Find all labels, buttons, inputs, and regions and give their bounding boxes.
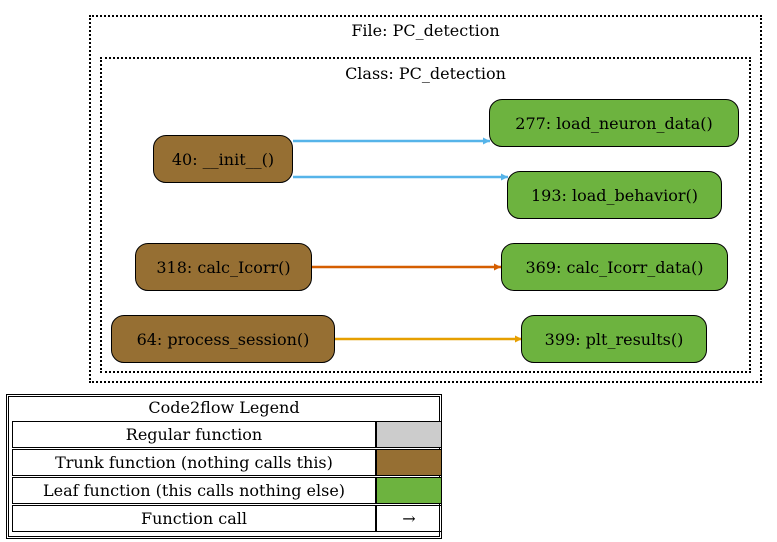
legend-label-call: Function call bbox=[12, 505, 376, 532]
node-plt-results[interactable]: 399: plt_results() bbox=[521, 315, 707, 363]
node-init[interactable]: 40: __init__() bbox=[153, 135, 293, 183]
legend-title: Code2flow Legend bbox=[148, 398, 300, 417]
class-cluster-label: Class: PC_detection bbox=[345, 64, 506, 83]
legend-label-leaf: Leaf function (this calls nothing else) bbox=[12, 477, 376, 504]
legend-label-trunk: Trunk function (nothing calls this) bbox=[12, 449, 376, 476]
node-load-neuron-data[interactable]: 277: load_neuron_data() bbox=[489, 99, 739, 147]
file-cluster-label: File: PC_detection bbox=[351, 21, 500, 40]
node-calc-icorr-data[interactable]: 369: calc_Icorr_data() bbox=[501, 243, 728, 291]
legend-swatch-leaf bbox=[376, 477, 442, 504]
legend-label-regular: Regular function bbox=[12, 421, 376, 448]
legend: Code2flow Legend Regular function Trunk … bbox=[6, 394, 442, 539]
legend-symbol-call: → bbox=[376, 505, 442, 532]
class-cluster: Class: PC_detection bbox=[100, 57, 751, 373]
node-process-session[interactable]: 64: process_session() bbox=[111, 315, 335, 363]
node-calc-icorr[interactable]: 318: calc_Icorr() bbox=[135, 243, 312, 291]
node-load-behavior[interactable]: 193: load_behavior() bbox=[507, 171, 722, 219]
legend-swatch-regular bbox=[376, 421, 442, 448]
legend-swatch-trunk bbox=[376, 449, 442, 476]
file-cluster: File: PC_detection bbox=[89, 15, 762, 383]
